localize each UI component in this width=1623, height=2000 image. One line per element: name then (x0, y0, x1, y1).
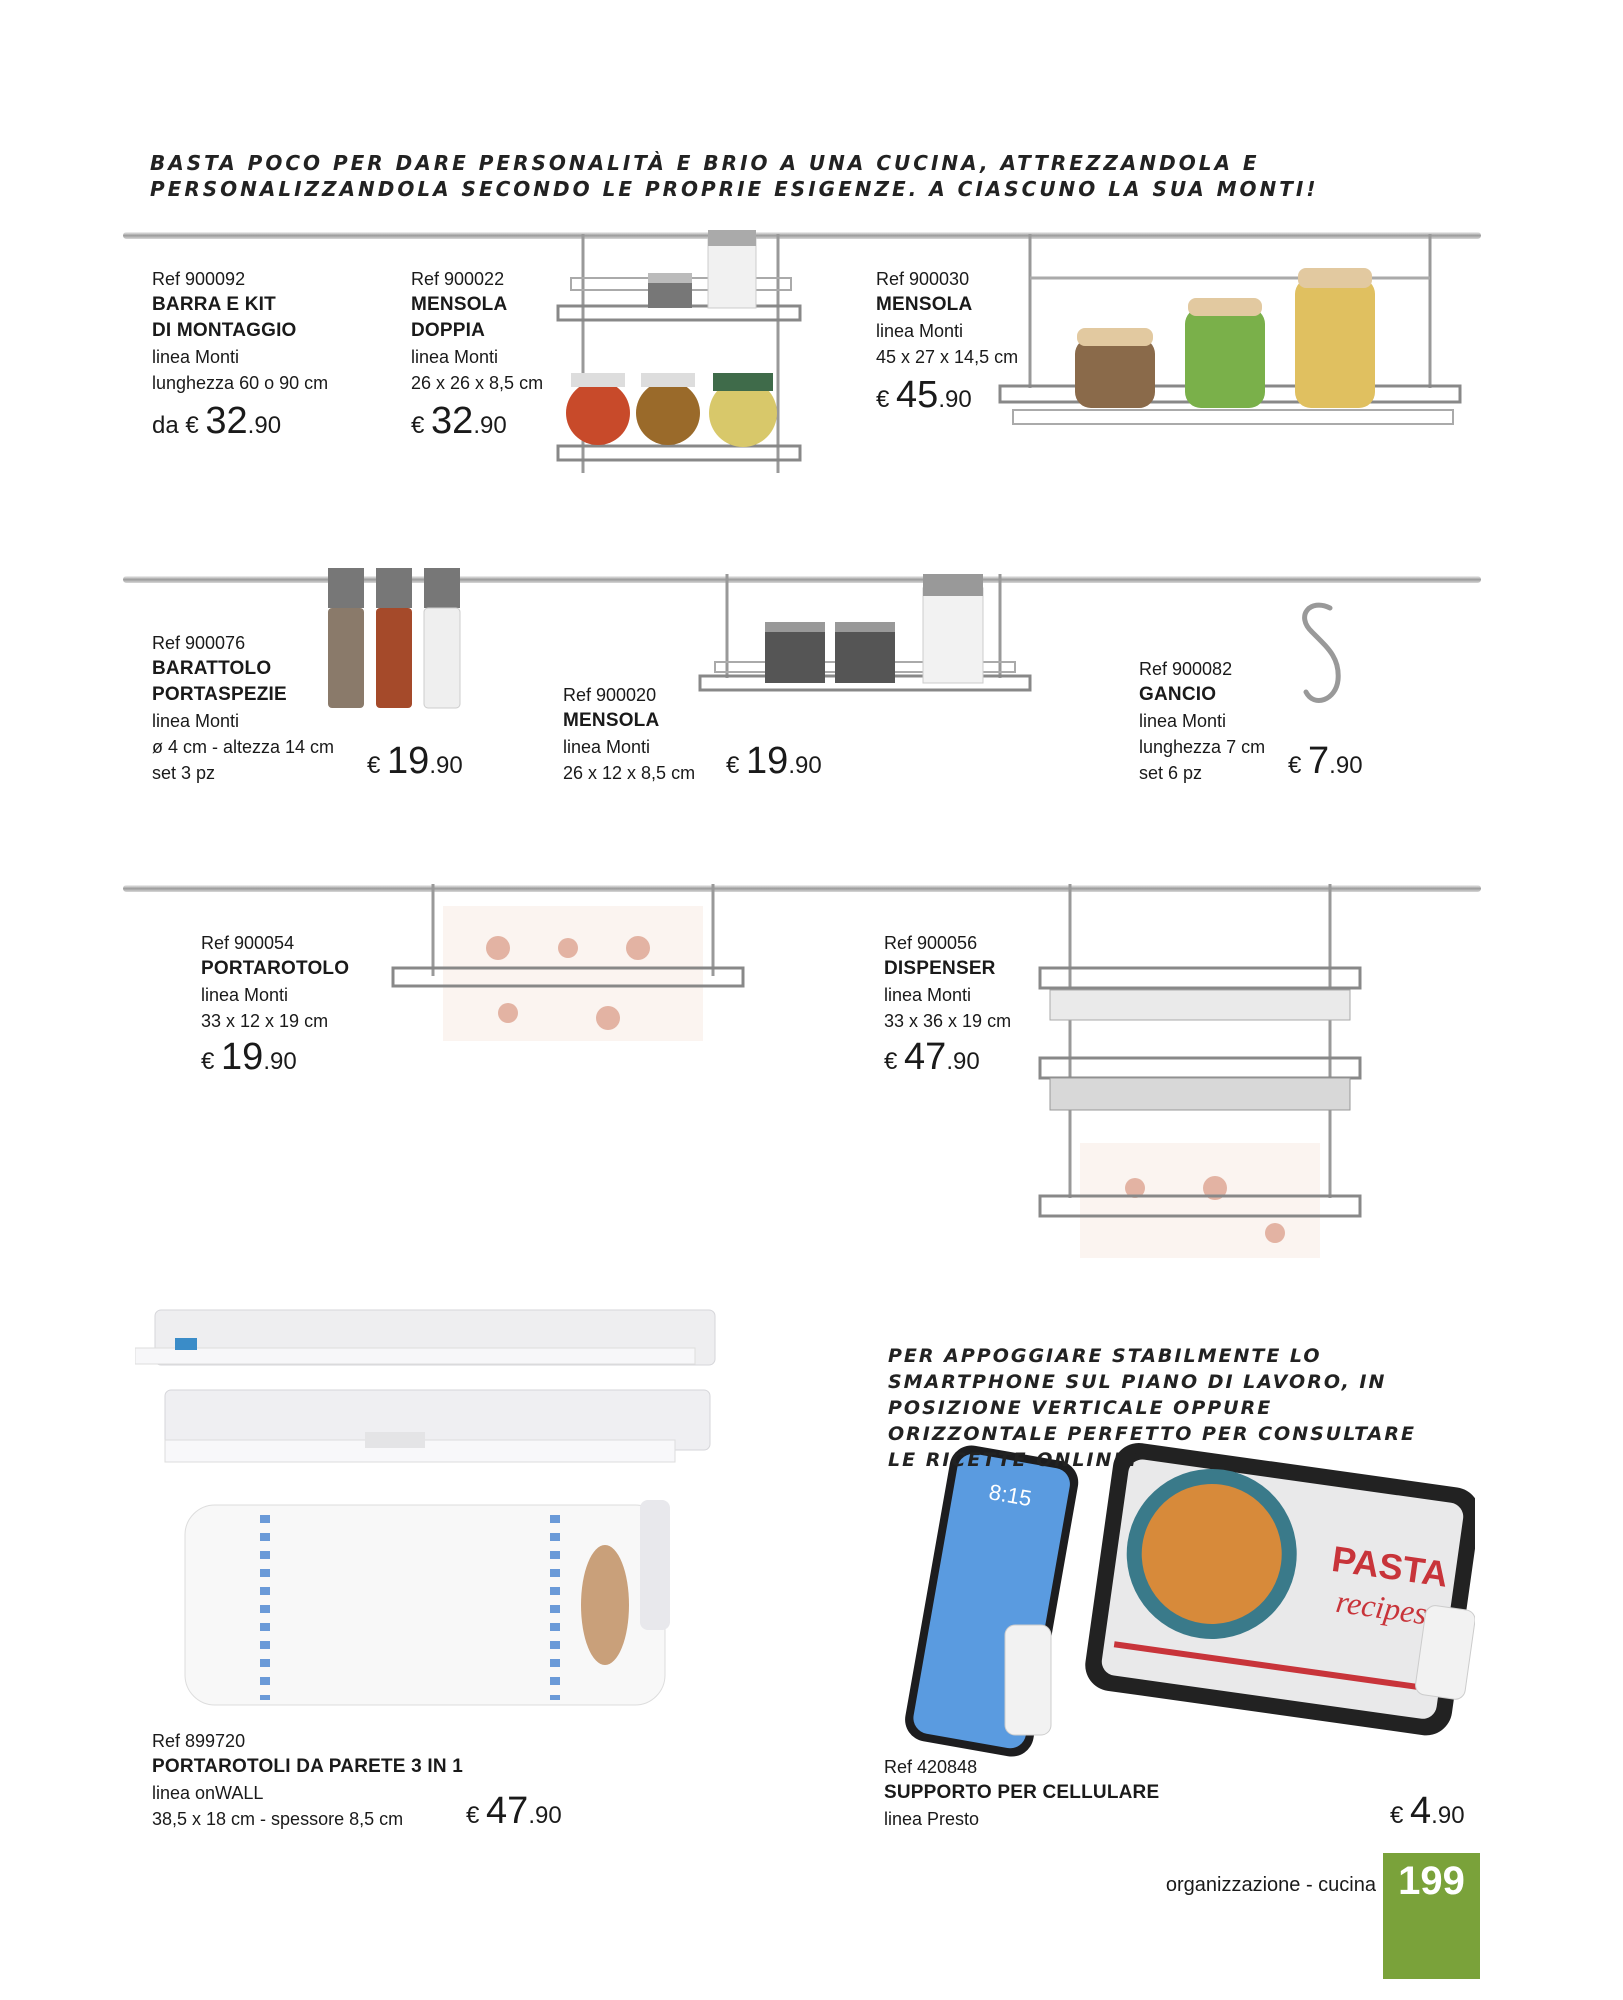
product-spec: lunghezza 60 o 90 cm (152, 373, 329, 393)
product-899720: Ref 899720 PORTAROTOLI DA PARETE 3 IN 1 … (152, 1728, 463, 1832)
product-name: SUPPORTO PER CELLULARE (884, 1782, 1160, 1803)
product-spec: 26 x 26 x 8,5 cm (411, 373, 544, 393)
product-spec: 38,5 x 18 cm - spessore 8,5 cm (152, 1809, 404, 1829)
page-number-box: 199 (1383, 1853, 1480, 1979)
product-name-2: DI MONTAGGIO (152, 320, 297, 341)
double-shelf-image (556, 230, 802, 473)
price-900056: € 47.90 (884, 1036, 980, 1078)
product-name: MENSOLA (411, 294, 508, 315)
rail-1 (123, 232, 1481, 239)
product-900082: Ref 900082 GANCIO linea Monti lunghezza … (1139, 656, 1265, 786)
price-420848: € 4.90 (1390, 1790, 1465, 1832)
product-ref: Ref 900022 (411, 269, 505, 289)
roll-holder-image (391, 884, 745, 1041)
product-line: linea Monti (1139, 711, 1227, 731)
footer-section: organizzazione - cucina (1165, 1874, 1376, 1896)
product-ref: Ref 900076 (152, 633, 246, 653)
product-line: linea onWALL (152, 1783, 264, 1803)
product-spec: 33 x 12 x 19 cm (201, 1011, 329, 1031)
product-spec: ø 4 cm - altezza 14 cm (152, 737, 335, 757)
price-900020: € 19.90 (726, 740, 822, 782)
product-line: linea Monti (411, 347, 499, 367)
price-900022: € 32.90 (411, 400, 507, 442)
product-spec: 33 x 36 x 19 cm (884, 1011, 1012, 1031)
product-name: GANCIO (1139, 684, 1217, 705)
product-name: DISPENSER (884, 958, 996, 979)
rail-2 (123, 576, 1481, 583)
product-name-2: DOPPIA (411, 320, 486, 341)
rail-3 (123, 885, 1481, 892)
product-spec-2: set 3 pz (152, 763, 216, 783)
product-ref: Ref 899720 (152, 1731, 246, 1751)
product-900030: Ref 900030 MENSOLA linea Monti 45 x 27 x… (876, 266, 1018, 370)
intro-text: BASTA POCO PER DARE PERSONALITÀ E BRIO A… (150, 151, 1319, 201)
product-spec: lunghezza 7 cm (1139, 737, 1266, 757)
product-420848: Ref 420848 SUPPORTO PER CELLULARE linea … (884, 1754, 1159, 1832)
product-ref: Ref 900056 (884, 933, 978, 953)
small-shelf-image (698, 574, 1032, 692)
wall-roll-holder-image (135, 1309, 716, 1706)
product-line: linea Presto (884, 1809, 980, 1829)
product-line: linea Monti (884, 985, 972, 1005)
product-line: linea Monti (876, 321, 964, 341)
product-900020: Ref 900020 MENSOLA linea Monti 26 x 12 x… (563, 682, 695, 786)
product-ref: Ref 900092 (152, 269, 246, 289)
product-name: PORTAROTOLI DA PARETE 3 IN 1 (152, 1756, 464, 1777)
product-name: MENSOLA (876, 294, 973, 315)
product-ref: Ref 900030 (876, 269, 970, 289)
price-900030: € 45.90 (876, 374, 972, 416)
phone-note-text: PER APPOGGIARE STABILMENTE LO SMARTPHONE… (888, 1345, 1416, 1471)
dispenser-image (1038, 884, 1362, 1258)
product-name: BARRA E KIT (152, 294, 276, 315)
spice-jars-image (328, 568, 461, 709)
price-899720: € 47.90 (466, 1790, 562, 1832)
price-900082: € 7.90 (1288, 740, 1363, 782)
product-900056: Ref 900056 DISPENSER linea Monti 33 x 36… (884, 930, 1011, 1034)
product-name: MENSOLA (563, 710, 660, 731)
product-900022: Ref 900022 MENSOLA DOPPIA linea Monti 26… (411, 266, 543, 396)
product-900054: Ref 900054 PORTAROTOLO linea Monti 33 x … (201, 930, 349, 1034)
product-ref: Ref 900054 (201, 933, 295, 953)
s-hook-image (1302, 602, 1341, 703)
product-900076: Ref 900076 BARATTOLO PORTASPEZIE linea M… (152, 630, 334, 786)
product-line: linea Monti (152, 711, 240, 731)
price-900054: € 19.90 (201, 1036, 297, 1078)
product-line: linea Monti (563, 737, 651, 757)
product-name: BARATTOLO (152, 658, 272, 679)
product-spec: 45 x 27 x 14,5 cm (876, 347, 1019, 367)
price-900092: da € 32.90 (152, 400, 282, 442)
product-name-2: PORTASPEZIE (152, 684, 287, 705)
phone-stand-image: PASTA recipes 8:15 (905, 1442, 1475, 1757)
product-line: linea Monti (201, 985, 289, 1005)
product-ref: Ref 900082 (1139, 659, 1233, 679)
page-number: 199 (1398, 1859, 1465, 1903)
price-900076: € 19.90 (367, 740, 463, 782)
product-ref: Ref 420848 (884, 1757, 978, 1777)
product-name: PORTAROTOLO (201, 958, 350, 979)
product-spec: 26 x 12 x 8,5 cm (563, 763, 696, 783)
product-spec-2: set 6 pz (1139, 763, 1203, 783)
product-ref: Ref 900020 (563, 685, 657, 705)
shelf-with-jars-image (998, 234, 1462, 425)
product-line: linea Monti (152, 347, 240, 367)
product-900092: Ref 900092 BARRA E KIT DI MONTAGGIO line… (152, 266, 328, 396)
